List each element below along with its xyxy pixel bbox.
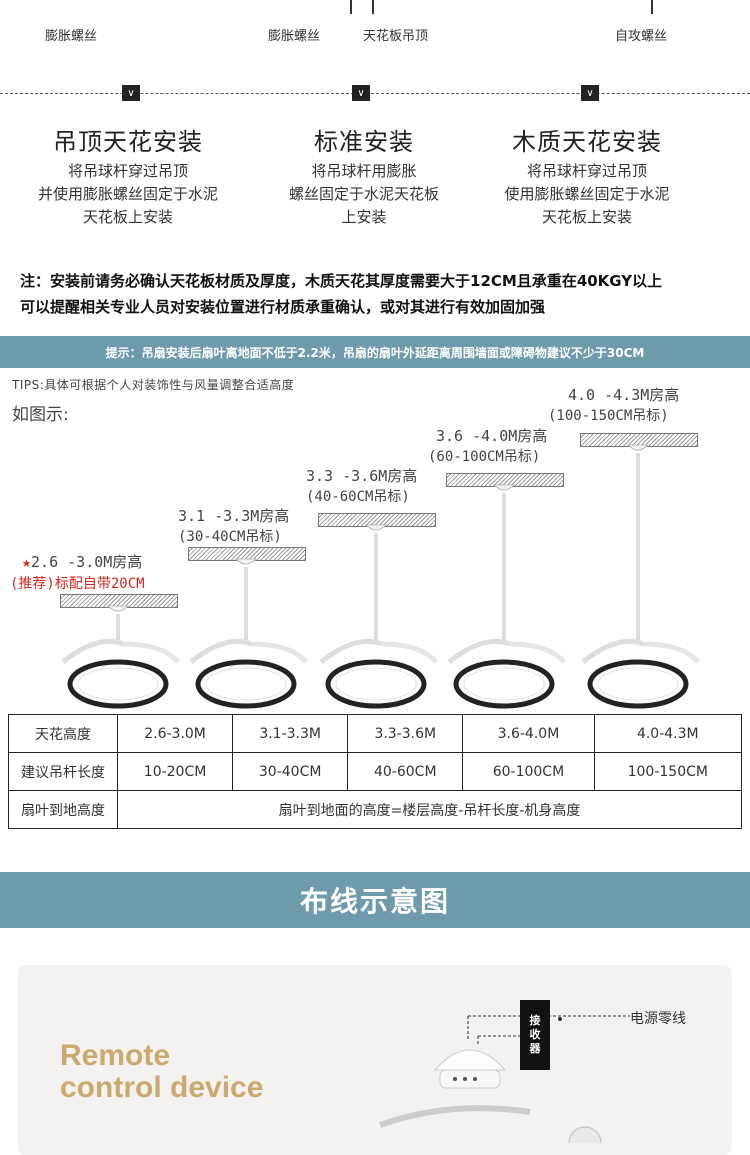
receiver-box: 接收器 bbox=[520, 1000, 550, 1070]
fan-height-label: 3.3 -3.6M房高 bbox=[306, 467, 418, 485]
installation-note: 注：安装前请务必确认天花板材质及厚度，木质天花其厚度需要大于12CM且承重在40… bbox=[20, 272, 663, 316]
fan-blade bbox=[61, 638, 124, 664]
fan-height-label: ★2.6 -3.0M房高 bbox=[22, 553, 143, 571]
wiring-panel bbox=[18, 965, 732, 1155]
table-header-cell: 天花高度 bbox=[8, 714, 118, 753]
fan-height-label: 3.1 -3.3M房高 bbox=[178, 507, 290, 525]
fan-blade bbox=[122, 641, 180, 664]
fan-blade bbox=[380, 641, 438, 664]
ceiling-rod-line bbox=[372, 0, 374, 14]
table-cell: 10-20CM bbox=[116, 752, 234, 791]
method-title: 吊顶天花安装 bbox=[53, 128, 203, 156]
fan-rod-label: (30-40CM吊标) bbox=[178, 529, 282, 545]
method-description: 将吊球杆穿过吊顶使用膨胀螺丝固定于水泥天花板上安装 bbox=[504, 162, 670, 226]
method-description: 将吊球杆用膨胀螺丝固定于水泥天花板上安装 bbox=[288, 162, 439, 226]
table-cell: 30-40CM bbox=[232, 752, 349, 791]
table-header-cell: 扇叶到地高度 bbox=[8, 790, 118, 829]
fan-height-label: 4.0 -4.3M房高 bbox=[568, 386, 680, 404]
table-cell: 3.3-3.6M bbox=[347, 714, 464, 753]
label-ceiling-board: 天花板吊顶 bbox=[363, 29, 429, 44]
fan-blade bbox=[581, 638, 644, 664]
label-expansion-screw: 膨胀螺丝 bbox=[268, 29, 321, 44]
tip-bar: 提示：吊扇安装后扇叶离地面不低于2.2米，吊扇的扇叶外延距离周围墙面或障碍物建议… bbox=[0, 336, 750, 368]
table-cell: 2.6-3.0M bbox=[116, 714, 234, 753]
fan-blade bbox=[447, 638, 510, 664]
fan-light-panel bbox=[205, 667, 287, 701]
method-title: 木质天花安装 bbox=[512, 128, 662, 156]
wiring-diagram bbox=[378, 1015, 630, 1143]
tips-text: TIPS:具体可根据个人对装饰性与风量调整合适高度 bbox=[12, 378, 295, 392]
table-cell: 3.6-4.0M bbox=[462, 714, 595, 753]
table-row: 建议吊杆长度 10-20CM 30-40CM 40-60CM 60-100CM … bbox=[8, 752, 743, 791]
table-cell-formula: 扇叶到地面的高度=楼层高度-吊杆长度-机身高度 bbox=[117, 790, 742, 829]
wire-label-neutral: 电源零线 bbox=[630, 1011, 686, 1027]
table-row: 扇叶到地高度 扇叶到地面的高度=楼层高度-吊杆长度-机身高度 bbox=[8, 790, 742, 829]
table-row: 天花高度 2.6-3.0M 3.1-3.3M 3.3-3.6M 3.6-4.0M… bbox=[8, 714, 743, 753]
fan-blade bbox=[508, 641, 566, 664]
wiring-banner: 布线示意图 bbox=[0, 872, 750, 928]
fan-blade bbox=[319, 638, 382, 664]
table-cell: 40-60CM bbox=[347, 752, 464, 791]
method-description: 将吊球杆穿过吊顶并使用膨胀螺丝固定于水泥天花板上安装 bbox=[37, 162, 218, 226]
fan-canopy bbox=[492, 484, 516, 491]
method-title: 标准安装 bbox=[314, 128, 414, 156]
chevron-down-icon: ∨ bbox=[581, 85, 599, 101]
fan-rod-label: (40-60CM吊标) bbox=[306, 489, 410, 505]
fan-canopy bbox=[106, 605, 130, 612]
remote-control-title: Remote control device bbox=[60, 1039, 264, 1104]
fan-light-panel bbox=[77, 667, 159, 701]
star-icon: ★ bbox=[22, 553, 32, 571]
table-cell: 4.0-4.3M bbox=[593, 714, 743, 753]
fan-illustration bbox=[61, 444, 700, 709]
table-cell: 60-100CM bbox=[462, 752, 595, 791]
fan-light-panel bbox=[335, 667, 417, 701]
fan-blade bbox=[189, 638, 252, 664]
fan-rod-label: (推荐)标配自带20CM bbox=[10, 576, 145, 592]
label-self-tapping-screw: 自攻螺丝 bbox=[615, 29, 668, 44]
chevron-down-icon: ∨ bbox=[122, 85, 140, 101]
fan-blade bbox=[642, 641, 700, 664]
fan-blade bbox=[250, 641, 308, 664]
fan-canopy bbox=[364, 524, 388, 531]
table-cell: 100-150CM bbox=[593, 752, 743, 791]
fan-height-label: 3.6 -4.0M房高 bbox=[436, 427, 548, 445]
table-cell: 3.1-3.3M bbox=[232, 714, 349, 753]
fan-rod-label: (60-100CM吊标) bbox=[428, 449, 541, 465]
chevron-down-icon: ∨ bbox=[352, 85, 370, 101]
divider-dashed bbox=[0, 93, 750, 94]
fan-light-panel bbox=[463, 667, 545, 701]
table-header-cell: 建议吊杆长度 bbox=[8, 752, 118, 791]
fan-canopy bbox=[626, 444, 650, 451]
ceiling-rod-line bbox=[350, 0, 352, 14]
as-figure-label: 如图示: bbox=[12, 405, 69, 425]
screw-line bbox=[651, 0, 653, 14]
fan-canopy bbox=[234, 558, 258, 565]
fan-rod-label: (100-150CM吊标) bbox=[548, 408, 669, 424]
spec-table: 天花高度 2.6-3.0M 3.1-3.3M 3.3-3.6M 3.6-4.0M… bbox=[8, 714, 743, 829]
fan-light-panel bbox=[597, 667, 679, 701]
label-expansion-screw: 膨胀螺丝 bbox=[45, 29, 98, 44]
